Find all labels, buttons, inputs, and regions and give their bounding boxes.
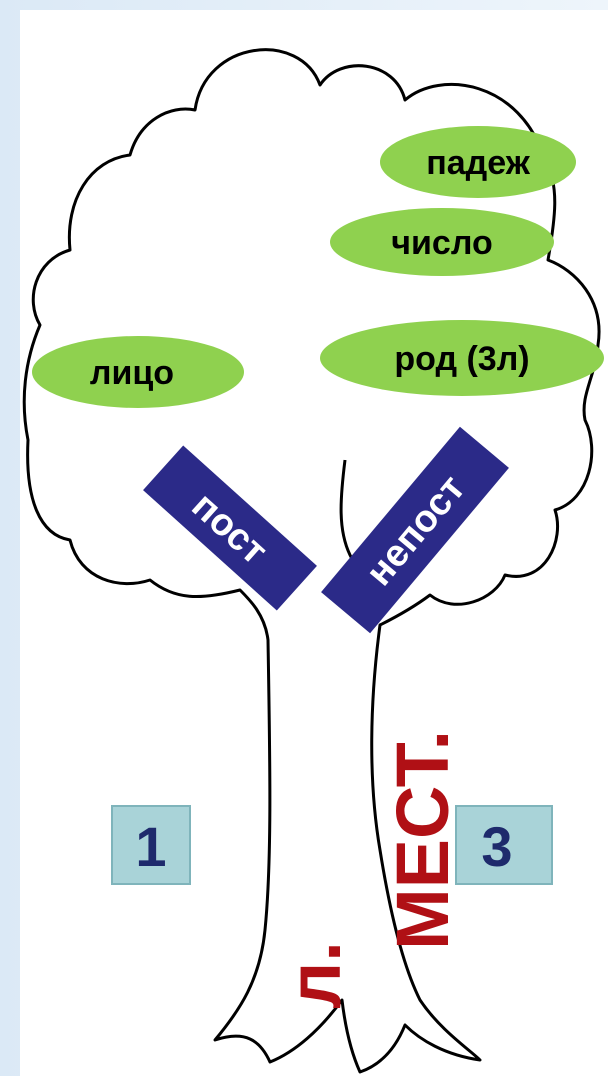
trunk-label-mest: мест. xyxy=(381,730,464,950)
oval-chislo-label: число xyxy=(391,224,492,262)
number-box-3: 3 xyxy=(455,805,553,885)
oval-litso: лицо xyxy=(32,336,244,408)
oval-padezh: падеж xyxy=(380,126,576,198)
oval-rod: род (3л) xyxy=(320,320,604,396)
number-box-1-label: 1 xyxy=(135,815,166,878)
branch-nepost: непост xyxy=(321,426,509,634)
number-box-1: 1 xyxy=(111,805,191,885)
oval-rod-label: род (3л) xyxy=(394,340,529,378)
oval-chislo: число xyxy=(330,208,554,276)
oval-litso-label: лицо xyxy=(90,354,174,392)
oval-padezh-label: падеж xyxy=(426,144,530,182)
trunk-label-l: л. xyxy=(273,941,356,1009)
tree-outline xyxy=(22,48,601,1074)
number-box-3-label: 3 xyxy=(481,815,512,878)
